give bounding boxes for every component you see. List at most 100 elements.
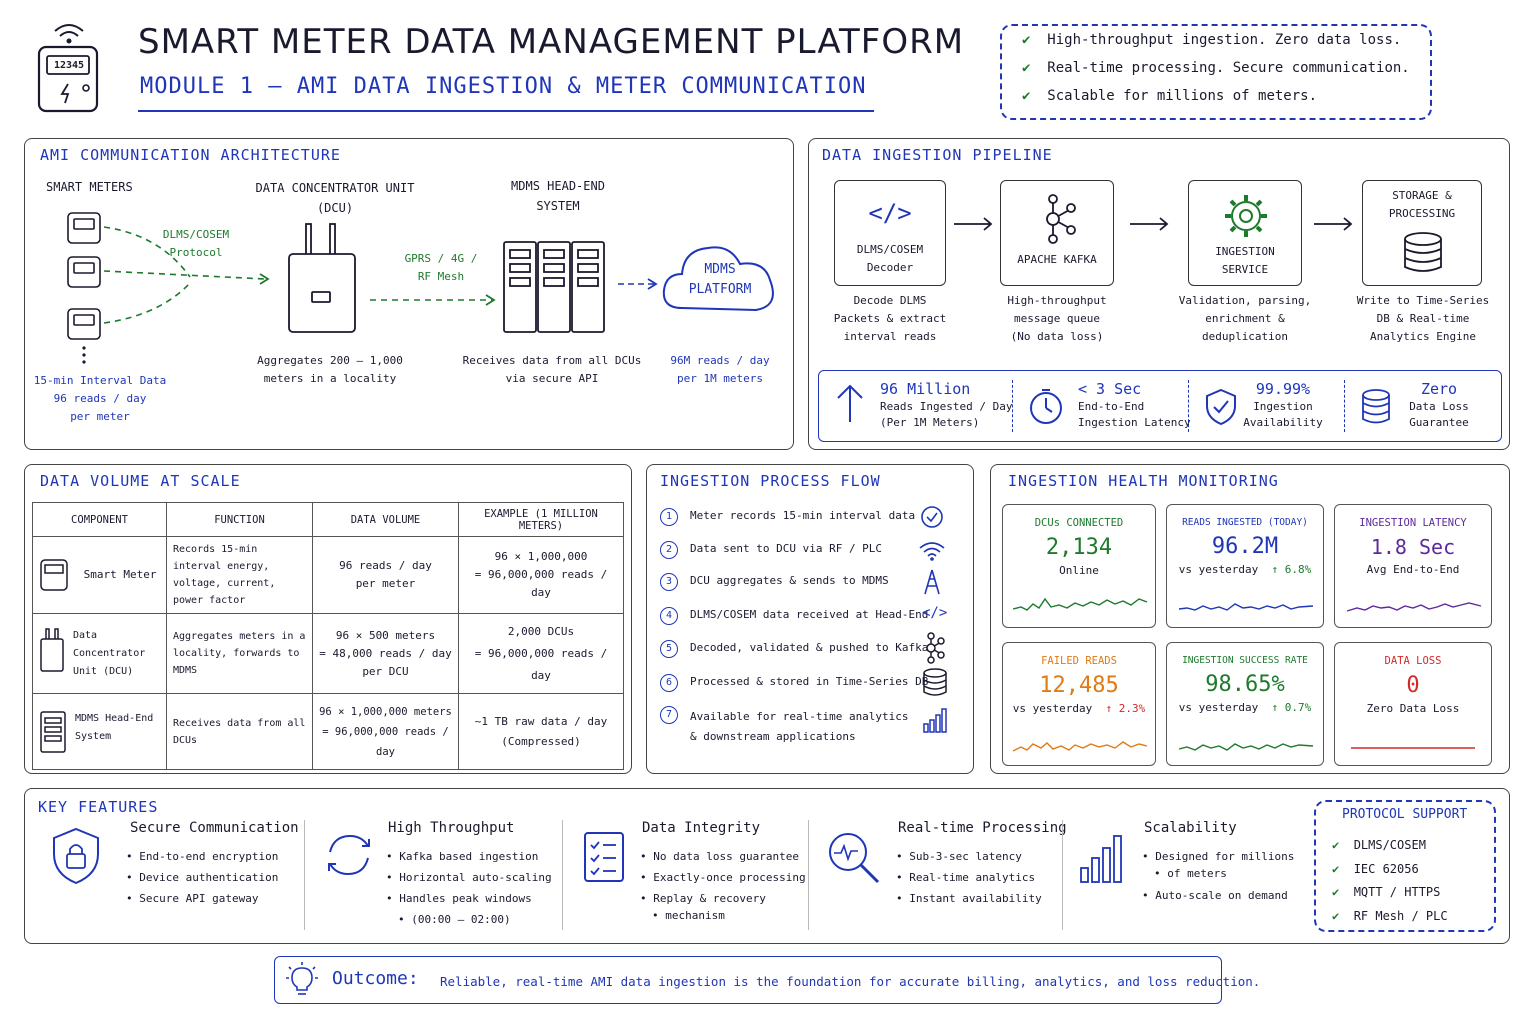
bar-growth-icon	[1080, 835, 1122, 883]
sparkline	[1346, 602, 1482, 612]
headend-to-cloud-arrow	[618, 278, 658, 290]
check-icon: ✔	[1332, 908, 1340, 923]
volume-cell: 96 × 1,000,000 meters= 96,000,000 reads …	[312, 693, 459, 770]
check-icon: ✔	[1022, 88, 1031, 104]
smart-meters-label: SMART METERS	[46, 180, 133, 194]
table-row: Smart Meter Records 15-min interval ener…	[32, 536, 624, 614]
table-header-row: COMPONENT FUNCTION DATA VOLUME EXAMPLE (…	[32, 502, 624, 537]
dcu-icon	[40, 627, 64, 672]
stopwatch-icon	[1030, 389, 1062, 424]
highlight-item: High-throughput ingestion. Zero data los…	[1047, 32, 1402, 48]
shield-check-icon	[1206, 388, 1236, 426]
highlight-item: Real-time processing. Secure communicati…	[1047, 60, 1410, 76]
step-number: 7	[660, 706, 678, 724]
kpi-reads: 96 Million Reads Ingested / Day (Per 1M …	[880, 380, 1013, 429]
flow-step-text: Decoded, validated & pushed to Kafka	[690, 641, 929, 654]
component-cell: MDMS Head-End System	[32, 693, 167, 770]
headend-servers-icon	[503, 241, 605, 333]
shield-lock-icon	[53, 827, 99, 885]
volume-cell: 96 × 500 meters= 48,000 reads / day per …	[312, 613, 459, 694]
data-volume-title: DATA VOLUME AT SCALE	[40, 472, 241, 490]
flow-step-text: Data sent to DCU via RF / PLC	[690, 542, 883, 555]
step-number: 4	[660, 607, 678, 625]
feature-points: Kafka based ingestionHorizontal auto-sca…	[386, 846, 551, 930]
flow-step-text: Processed & stored in Time-Series DB	[690, 675, 929, 688]
process-flow-panel	[646, 464, 974, 774]
subtitle-underline	[138, 110, 874, 112]
check-icon: ✔	[1022, 60, 1031, 76]
highlights-box	[1000, 24, 1432, 120]
column-header: FUNCTION	[166, 502, 313, 537]
metric-card-failed-reads: FAILED READS 12,485 vs yesterday ↑ 2.3%	[1002, 642, 1156, 766]
protocol-support-box	[1314, 800, 1496, 932]
pipeline-stage-ingestion-service: INGESTION SERVICE	[1188, 180, 1302, 286]
check-icon: ✔	[1022, 32, 1031, 48]
sparkline	[1178, 743, 1314, 751]
pipeline-stage-storage: STORAGE & PROCESSING	[1362, 180, 1482, 286]
feature-points: End-to-end encryptionDevice authenticati…	[126, 846, 278, 909]
feature-title: High Throughput	[388, 820, 515, 836]
health-monitoring-title: INGESTION HEALTH MONITORING	[1008, 472, 1279, 490]
pipeline-stage-kafka: APACHE KAFKA	[1000, 180, 1114, 286]
table-row: Data Concentrator Unit (DCU) Aggregates …	[32, 613, 624, 694]
highlight-item: Scalable for millions of meters.	[1047, 88, 1318, 104]
kpi-data-loss: Zero Data Loss Guarantee	[1409, 380, 1469, 429]
data-volume-table: COMPONENT FUNCTION DATA VOLUME EXAMPLE (…	[32, 502, 624, 770]
step-number: 5	[660, 640, 678, 658]
outcome-text: Reliable, real-time AMI data ingestion i…	[440, 974, 1261, 989]
outcome-box	[274, 956, 1222, 1004]
feature-title: Secure Communication	[130, 820, 299, 836]
check-icon: ✔	[1332, 861, 1340, 876]
arrow-up-icon	[837, 384, 863, 422]
code-icon: </>	[868, 199, 912, 227]
feature-title: Scalability	[1144, 820, 1237, 836]
pipeline-stage-description: Validation, parsing,enrichment &deduplic…	[1178, 294, 1312, 343]
smart-meter-logo-icon	[37, 24, 99, 113]
metric-card-data-loss: DATA LOSS 0 Zero Data Loss	[1334, 642, 1492, 766]
flow-step-text: Available for real-time analytics& downs…	[690, 710, 909, 743]
check-icon: ✔	[1332, 885, 1340, 899]
meter-display-text: 12345	[53, 60, 85, 71]
tower-icon	[924, 569, 940, 595]
protocol-list: ✔ DLMS/COSEM ✔ IEC 62056 ✔ MQTT / HTTPS …	[1332, 838, 1448, 923]
feature-points: Sub-3-sec latencyReal-time analyticsInst…	[896, 846, 1041, 909]
highlights-list: ✔ High-throughput ingestion. Zero data l…	[1022, 32, 1410, 116]
gear-icon	[1225, 195, 1267, 237]
pipeline-stage-decoder: </> DLMS/COSEM Decoder	[834, 180, 946, 286]
function-cell: Aggregates meters in a locality, forward…	[166, 613, 313, 694]
pipeline-kpi-bar	[818, 370, 1502, 442]
metric-card-reads: READS INGESTED (TODAY) 96.2M vs yesterda…	[1166, 504, 1324, 628]
column-header: COMPONENT	[32, 502, 167, 537]
kafka-icon	[1046, 194, 1076, 244]
smart-meters-group-icon	[67, 212, 270, 364]
sparkline	[1012, 597, 1148, 611]
example-cell: ~1 TB raw data / day(Compressed)	[458, 693, 624, 770]
pipeline-arrow	[1130, 217, 1169, 231]
sparkline	[1178, 603, 1314, 611]
kpi-availability: 99.99% Ingestion Availability	[1243, 380, 1323, 429]
kpi-latency: < 3 Sec End-to-End Ingestion Latency	[1078, 380, 1191, 429]
feature-title: Real-time Processing	[898, 820, 1067, 836]
column-header: DATA VOLUME	[312, 502, 459, 537]
protocol-support-title: PROTOCOL SUPPORT	[1342, 807, 1468, 822]
pipeline-arrow	[1314, 217, 1353, 231]
column-header: EXAMPLE (1 MILLION METERS)	[458, 502, 624, 537]
sparkline	[1012, 741, 1148, 752]
metric-card-dcus: DCUs CONNECTED 2,134 Online	[1002, 504, 1156, 628]
mdms-cloud-icon	[662, 246, 774, 312]
kafka-icon	[926, 632, 945, 664]
smart-meter-icon	[40, 559, 68, 591]
page-title: SMART METER DATA MANAGEMENT PLATFORM	[138, 22, 965, 62]
lightbulb-icon	[286, 962, 318, 995]
refresh-cycle-icon	[328, 834, 370, 876]
